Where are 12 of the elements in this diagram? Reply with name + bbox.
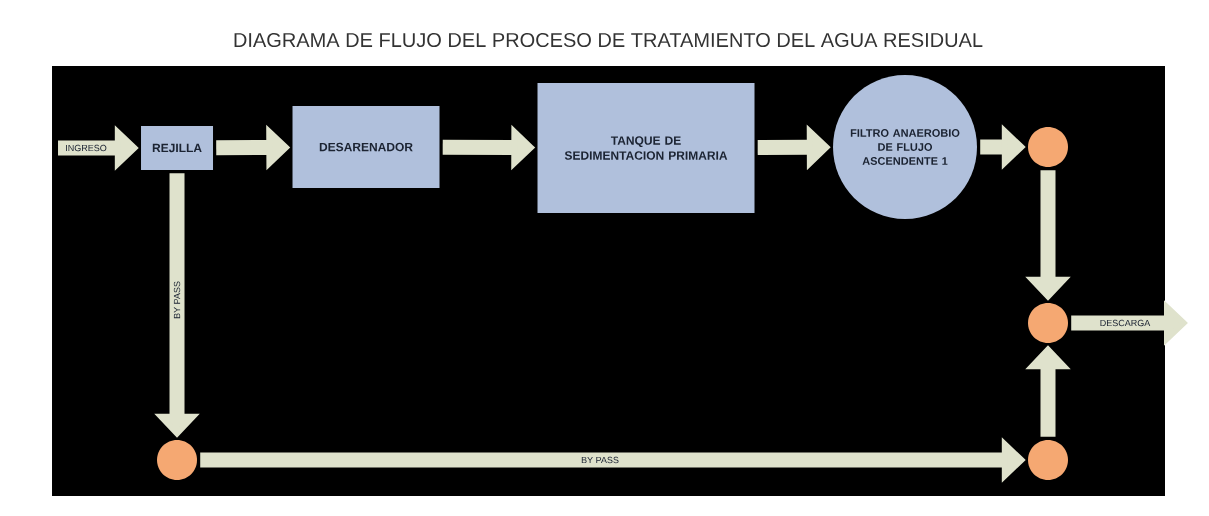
process-box: DESARENADOR [292, 106, 440, 188]
process-box: REJILLA [141, 126, 213, 170]
edge-label: INGRESO [66, 144, 107, 152]
edge-label: DESCARGA [1100, 319, 1151, 327]
process-box: TANQUE DE SEDIMENTACION PRIMARIA [537, 83, 755, 213]
junction-circle [1028, 440, 1068, 480]
title: DIAGRAMA DE FLUJO DEL PROCESO DE TRATAMIENTO DEL AGUA RESIDUAL [234, 32, 983, 48]
junction-circle [1028, 303, 1068, 343]
edge-label: BY PASS [173, 281, 181, 319]
edge-label: BY PASS [581, 456, 619, 464]
junction-circle [1028, 127, 1068, 167]
junction-circle [157, 440, 197, 480]
